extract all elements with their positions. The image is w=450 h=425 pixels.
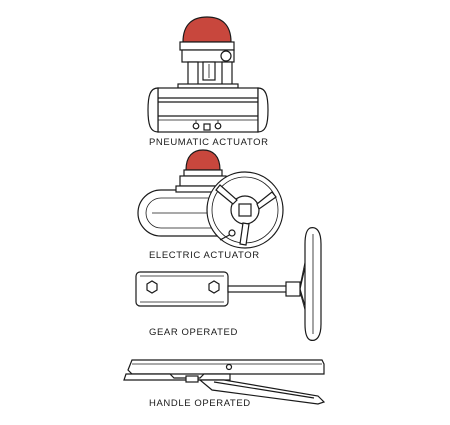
gear-operated-label: GEAR OPERATED [149,327,238,338]
electric-bolt-icon [228,229,236,237]
gear-shaft [227,285,291,293]
pneumatic-indicator-dome [182,16,232,43]
pneumatic-actuator-label: PNEUMATIC ACTUATOR [149,137,269,148]
handle-grip [198,379,326,405]
pneumatic-actuator-drawing [147,16,269,133]
gear-hex-bolt-right-icon [208,280,220,294]
gear-operated-drawing [135,227,322,341]
pneumatic-port-right-icon [214,122,222,130]
electric-actuator-drawing [137,149,284,249]
pneumatic-body [157,87,259,133]
gear-hex-bolt-left-icon [146,280,158,294]
pneumatic-end-cap-left [147,87,159,133]
handle-operated-drawing [123,359,326,405]
electric-indicator-dome [185,149,221,171]
handle-operated-label: HANDLE OPERATED [149,398,251,409]
pneumatic-bolt-icon [220,50,232,62]
pneumatic-bracket-right [221,61,233,87]
handle-pivot-icon [225,363,233,371]
pneumatic-end-cap-right [257,87,269,133]
pneumatic-bracket-left [187,61,199,87]
pneumatic-dome-base [179,41,235,51]
electric-dome-base [183,169,223,177]
pneumatic-port-left-icon [192,122,200,130]
electric-actuator-label: ELECTRIC ACTUATOR [149,250,260,261]
electric-hub-square [238,203,252,217]
